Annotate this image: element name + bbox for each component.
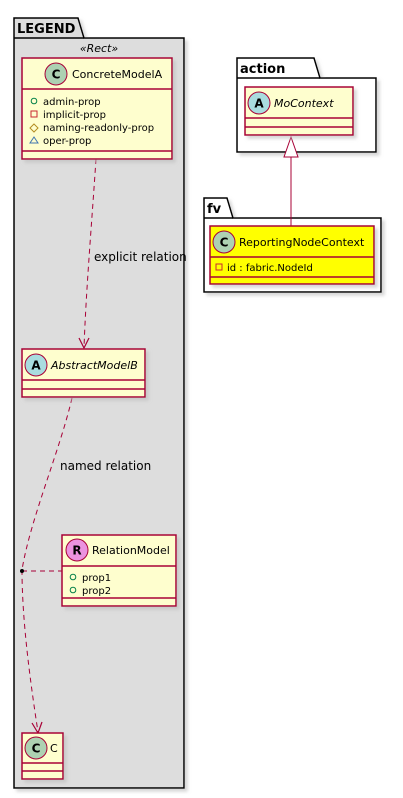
class-name: ConcreteModelA xyxy=(72,68,163,81)
package-action-name: action xyxy=(240,62,285,77)
attribute: implicit-prop xyxy=(43,110,106,121)
public-icon xyxy=(69,573,77,581)
class-kind-icon xyxy=(24,736,48,760)
attribute: prop2 xyxy=(82,586,111,597)
class-c: C C xyxy=(21,732,64,780)
private-icon xyxy=(215,263,223,271)
attribute: admin-prop xyxy=(43,97,101,108)
class-name: ReportingNodeContext xyxy=(239,236,365,249)
package-legend-stereotype: «Rect» xyxy=(80,42,119,55)
explicit-relation-edge xyxy=(78,158,97,350)
attribute: naming-readonly-prop xyxy=(43,123,154,134)
class-reporting-node-context: C ReportingNodeContext id : fabric.NodeI… xyxy=(209,225,375,285)
class-kind-letter: R xyxy=(72,544,81,558)
explicit-relation-label: explicit relation xyxy=(94,250,187,264)
attribute: prop1 xyxy=(82,573,111,584)
public-icon xyxy=(30,97,38,105)
class-kind-letter: A xyxy=(31,359,41,373)
named-relation-label: named relation xyxy=(60,459,151,473)
class-mo-context: A MoContext xyxy=(244,86,354,136)
package-fv-name: fv xyxy=(207,202,222,217)
class-kind-icon xyxy=(65,538,89,562)
protected-icon xyxy=(29,123,39,133)
attribute: oper-prop xyxy=(43,136,91,147)
class-name: AbstractModelB xyxy=(50,359,138,372)
class-kind-letter: A xyxy=(254,97,264,111)
class-kind-icon xyxy=(212,230,236,254)
class-kind-letter: C xyxy=(32,742,41,756)
package-legend-name: LEGEND xyxy=(17,22,76,37)
class-name: MoContext xyxy=(274,97,334,110)
attribute: id : fabric.NodeId xyxy=(227,263,313,274)
class-abstract-model-b: A AbstractModelB xyxy=(21,348,146,398)
class-kind-icon xyxy=(24,353,48,377)
class-kind-letter: C xyxy=(52,68,61,82)
class-name: RelationModel xyxy=(92,544,170,557)
public-icon xyxy=(69,586,77,594)
class-kind-letter: C xyxy=(220,236,229,250)
class-kind-icon xyxy=(247,91,271,115)
class-relation-model: R RelationModel prop1 prop2 xyxy=(61,534,177,607)
class-name: C xyxy=(50,742,58,755)
private-icon xyxy=(30,110,38,118)
class-concrete-model-a: C ConcreteModelA admin-prop implicit-pro… xyxy=(21,57,173,160)
inheritance-edge xyxy=(283,135,299,226)
class-kind-icon xyxy=(44,62,68,86)
package-visibility-icon xyxy=(29,136,39,144)
